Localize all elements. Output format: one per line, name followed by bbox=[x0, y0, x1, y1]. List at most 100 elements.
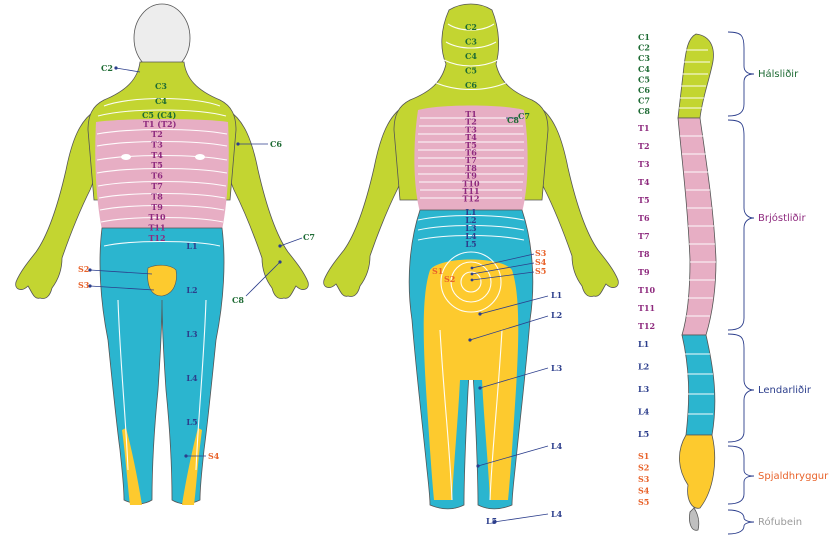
spine-label-s5-4: S5 bbox=[638, 497, 649, 507]
spine-label-t2-1: T2 bbox=[638, 141, 650, 151]
front-label-s2: S2 bbox=[78, 264, 89, 274]
spine-label-l3-2: L3 bbox=[638, 384, 650, 394]
group-label-thoracic: Brjóstliðir bbox=[758, 212, 806, 224]
group-label-cervical: Hálsliðir bbox=[758, 68, 799, 80]
front-label-l1-0: L1 bbox=[186, 241, 197, 251]
front-label-t3-1: T3 bbox=[151, 139, 163, 149]
bracket-lumbar bbox=[728, 334, 754, 442]
front-label-c2: C2 bbox=[101, 63, 113, 73]
group-label-sacral: Spjaldhryggur bbox=[758, 471, 829, 482]
back-label-c7: C7 bbox=[518, 111, 530, 121]
back-label-c4-2: C4 bbox=[465, 51, 477, 61]
front-label-l2-1: L2 bbox=[186, 285, 197, 295]
spine-label-c5-4: C5 bbox=[638, 74, 650, 84]
group-label-lumbar: Lendarliðir bbox=[758, 385, 812, 396]
back-label-l5-foot: L5 bbox=[486, 516, 497, 526]
back-leg-label-l4-3: L4 bbox=[551, 441, 563, 451]
back-label-c8: C8 bbox=[507, 115, 519, 125]
spine-label-c6-5: C6 bbox=[638, 85, 650, 95]
back-label-s5-2: S5 bbox=[535, 266, 546, 276]
back-label-c6-4: C6 bbox=[465, 80, 477, 90]
front-label-t12-10: T12 bbox=[148, 233, 165, 243]
bracket-coccyx bbox=[728, 510, 754, 534]
back-label-t12-11: T12 bbox=[462, 194, 479, 204]
spine-label-l5-4: L5 bbox=[638, 429, 649, 439]
front-label-t11-9: T11 bbox=[148, 223, 165, 233]
spine-label-t6-5: T6 bbox=[638, 213, 650, 223]
spine-label-c3-2: C3 bbox=[638, 53, 650, 63]
front-label-c4: C4 bbox=[155, 96, 167, 106]
spine-label-s3-2: S3 bbox=[638, 474, 650, 484]
back-label-l5-4: L5 bbox=[465, 239, 476, 249]
spine-label-s2-1: S2 bbox=[638, 463, 649, 473]
front-body bbox=[16, 4, 309, 505]
front-label-l3-2: L3 bbox=[186, 329, 198, 339]
front-label-t4-2: T4 bbox=[151, 150, 163, 160]
front-label-s4: S4 bbox=[208, 451, 220, 461]
front-label-t5-3: T5 bbox=[151, 160, 163, 170]
front-label-l5-4: L5 bbox=[186, 417, 197, 427]
front-label-l4-3: L4 bbox=[186, 373, 198, 383]
front-label-t2-0: T2 bbox=[151, 129, 163, 139]
spine-label-s4-3: S4 bbox=[638, 486, 650, 496]
bracket-cervical bbox=[728, 32, 754, 116]
back-label-c5-3: C5 bbox=[465, 66, 477, 76]
spine-label-l1-0: L1 bbox=[638, 339, 649, 349]
spine-label-t5-4: T5 bbox=[638, 195, 650, 205]
spine-coccyx bbox=[689, 508, 698, 530]
spine-label-c7-6: C7 bbox=[638, 96, 650, 106]
back-leg-label-l3-2: L3 bbox=[551, 363, 563, 373]
spine-label-t11-10: T11 bbox=[638, 303, 655, 313]
spine-label-c2-1: C2 bbox=[638, 43, 650, 53]
front-label-t8-6: T8 bbox=[151, 191, 163, 201]
front-label-c3: C3 bbox=[155, 81, 167, 91]
back-leg-label-l4-4: L4 bbox=[551, 509, 563, 519]
back-sacral-region bbox=[424, 260, 519, 501]
bracket-thoracic bbox=[728, 120, 754, 330]
back-label-c2-0: C2 bbox=[465, 22, 477, 32]
back-leg-label-l1-0: L1 bbox=[551, 290, 562, 300]
spine-lumbar-column bbox=[682, 335, 715, 435]
spine-label-t4-3: T4 bbox=[638, 177, 650, 187]
bracket-sacral bbox=[728, 446, 754, 504]
front-label-t1: T1 (T2) bbox=[143, 119, 177, 129]
spine-label-l2-1: L2 bbox=[638, 362, 649, 372]
spine-label-t9-8: T9 bbox=[638, 267, 650, 277]
spine bbox=[678, 34, 716, 530]
spine-label-l4-3: L4 bbox=[638, 407, 650, 417]
front-label-c7: C7 bbox=[303, 232, 315, 242]
spine-label-t1-0: T1 bbox=[638, 123, 650, 133]
spine-label-t7-6: T7 bbox=[638, 231, 650, 241]
back-label-s2: S2 bbox=[444, 274, 455, 284]
group-label-coccyx: Rófubein bbox=[758, 516, 802, 528]
spine-label-t8-7: T8 bbox=[638, 249, 650, 259]
back-sacral-labels: S3S4S5 bbox=[535, 248, 547, 276]
front-label-t9-7: T9 bbox=[151, 202, 163, 212]
back-label-s1: S1 bbox=[432, 266, 443, 276]
back-label-c3-1: C3 bbox=[465, 37, 477, 47]
spine-label-t3-2: T3 bbox=[638, 159, 650, 169]
spine-brackets bbox=[728, 32, 754, 534]
spine-label-t12-11: T12 bbox=[638, 321, 655, 331]
front-label-s3: S3 bbox=[78, 280, 90, 290]
spine-cervical-column bbox=[678, 34, 713, 118]
front-label-t6-4: T6 bbox=[151, 171, 163, 181]
front-label-c8: C8 bbox=[232, 295, 244, 305]
spine-label-s1-0: S1 bbox=[638, 451, 649, 461]
spine-label-c8-7: C8 bbox=[638, 106, 650, 116]
spine-label-t10-9: T10 bbox=[638, 285, 656, 295]
front-label-t7-5: T7 bbox=[151, 181, 163, 191]
front-label-c6: C6 bbox=[270, 139, 282, 149]
spine-label-c1-0: C1 bbox=[638, 32, 650, 42]
front-label-t10-8: T10 bbox=[148, 212, 166, 222]
spine-label-c4-3: C4 bbox=[638, 64, 650, 74]
back-leg-label-l2-1: L2 bbox=[551, 310, 562, 320]
spine-sacrum bbox=[679, 435, 714, 508]
